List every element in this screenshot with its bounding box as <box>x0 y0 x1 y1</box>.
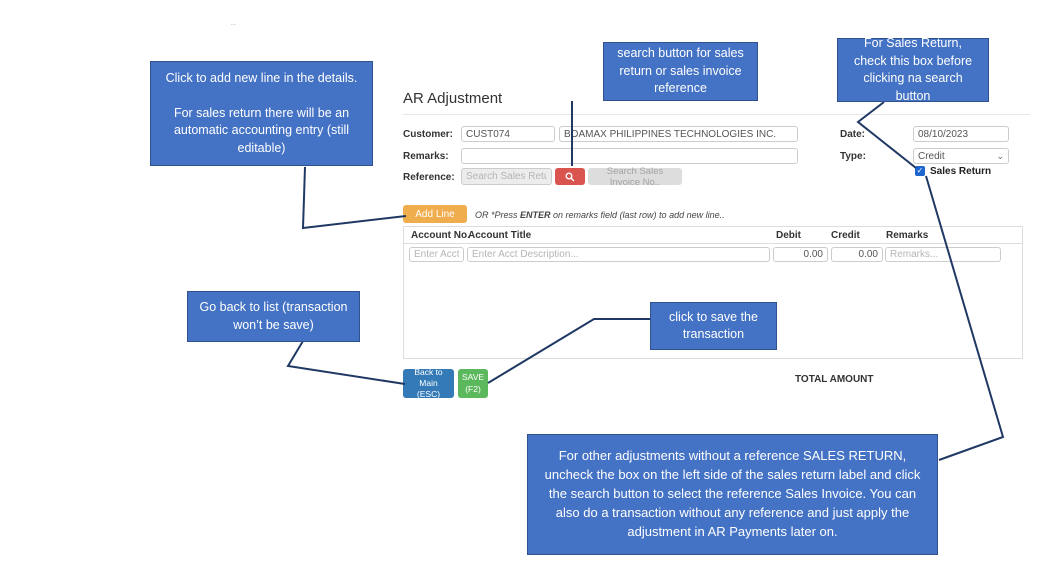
type-label: Type: <box>840 151 866 162</box>
note-search-button: search button for sales return or sales … <box>603 42 758 101</box>
details-table: Account No. Account Title Debit Credit R… <box>403 226 1023 359</box>
hint-post: on remarks field (last row) to add new l… <box>550 210 725 220</box>
col-header-account-no: Account No. <box>411 230 470 241</box>
search-sales-return-input <box>461 168 552 185</box>
date-input[interactable] <box>913 126 1009 142</box>
details-table-header: Account No. Account Title Debit Credit R… <box>404 227 1022 244</box>
back-button-shortcut: (ESC) <box>416 389 441 400</box>
row-remarks-input[interactable] <box>885 247 1001 262</box>
col-header-remarks: Remarks <box>886 230 929 241</box>
col-header-debit: Debit <box>776 230 801 241</box>
back-to-main-button[interactable]: Back to Main (ESC) <box>403 366 454 400</box>
debit-input[interactable] <box>773 247 828 262</box>
customer-code-input[interactable] <box>461 126 555 142</box>
date-label: Date: <box>840 129 866 140</box>
back-button-label: Back to Main <box>414 366 443 388</box>
page-title: AR Adjustment <box>403 90 503 107</box>
sales-return-checkbox[interactable]: ✓ <box>915 166 925 176</box>
remarks-input[interactable] <box>461 148 798 164</box>
note-other-adjustments: For other adjustments without a referenc… <box>527 434 938 555</box>
col-header-account-title: Account Title <box>468 230 532 241</box>
type-select-value: Credit <box>918 150 945 162</box>
connector-back-button <box>286 340 406 385</box>
note-save: click to save the transaction <box>650 302 777 350</box>
connector-sales-return-checkbox <box>856 101 917 169</box>
customer-label: Customer: <box>403 129 454 140</box>
sales-return-label: Sales Return <box>930 166 992 177</box>
connector-add-line <box>301 166 407 230</box>
total-amount-label: TOTAL AMOUNT <box>795 374 874 385</box>
remarks-label: Remarks: <box>403 151 449 162</box>
check-icon: ✓ <box>916 166 924 175</box>
hint-bold: ENTER <box>520 210 551 220</box>
reference-label: Reference: <box>403 172 455 183</box>
note-add-line: Click to add new line in the details. Fo… <box>150 61 373 166</box>
save-button-label: SAVE <box>461 372 485 383</box>
hint-pre: OR *Press <box>475 210 521 220</box>
search-icon <box>565 172 575 182</box>
add-line-button[interactable]: Add Line <box>403 205 467 223</box>
search-sales-invoice-button: Search Sales Invoice No.. <box>588 166 682 188</box>
customer-name-input[interactable] <box>559 126 798 142</box>
note-back-to-list: Go back to list (transaction won’t be sa… <box>187 291 360 342</box>
acct-no-input[interactable] <box>409 247 464 262</box>
acct-title-input[interactable] <box>467 247 770 262</box>
note-sales-return: For Sales Return, check this box before … <box>837 36 989 103</box>
title-divider <box>403 114 1030 115</box>
add-line-hint: OR *Press ENTER on remarks field (last r… <box>475 210 725 220</box>
type-select[interactable]: Credit ⌄ <box>913 148 1009 164</box>
credit-input[interactable] <box>831 247 883 262</box>
col-header-credit: Credit <box>831 230 860 241</box>
chevron-down-icon: ⌄ <box>996 150 1004 161</box>
save-button[interactable]: SAVE (F2) <box>458 369 488 398</box>
save-button-shortcut: (F2) <box>465 383 481 394</box>
search-button[interactable] <box>555 168 585 185</box>
page-artifact-dots: .. <box>231 20 237 27</box>
